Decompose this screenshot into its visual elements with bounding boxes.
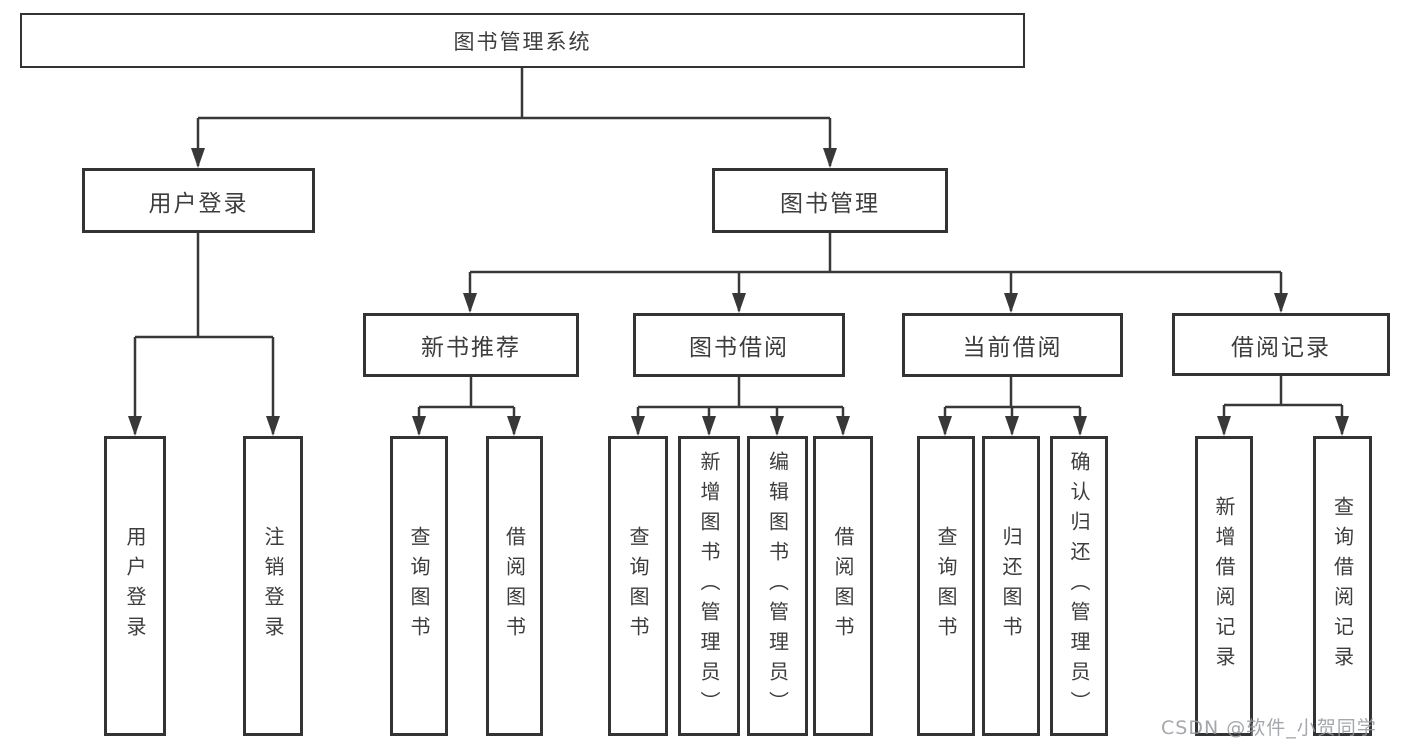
leaf-label: 借阅图书 <box>831 526 855 646</box>
leaf-edit-books-admin: 编辑图书（管理员） <box>747 436 808 736</box>
leaf-query-books-borrow: 查询图书 <box>608 436 668 736</box>
leaf-borrow-books: 借阅图书 <box>813 436 873 736</box>
leaf-logout: 注销登录 <box>243 436 303 736</box>
leaf-query-books-recommend: 查询图书 <box>390 436 448 736</box>
node-book-borrowing: 图书借阅 <box>633 313 845 377</box>
node-library-management-system: 图书管理系统 <box>20 13 1025 68</box>
leaf-label: 新增借阅记录 <box>1212 496 1236 676</box>
node-book-management: 图书管理 <box>712 168 948 233</box>
leaf-label: 注销登录 <box>261 526 285 646</box>
leaf-label: 查询图书 <box>934 526 958 646</box>
node-current-borrowing: 当前借阅 <box>902 313 1123 377</box>
leaf-label: 查询图书 <box>626 526 650 646</box>
leaf-label: 归还图书 <box>999 526 1023 646</box>
leaf-add-borrow-record: 新增借阅记录 <box>1195 436 1253 736</box>
leaf-label: 编辑图书（管理员） <box>765 451 790 721</box>
leaf-label: 查询图书 <box>407 526 431 646</box>
leaf-user-login: 用户登录 <box>104 436 166 736</box>
leaf-label: 借阅图书 <box>502 526 527 646</box>
leaf-query-borrow-record: 查询借阅记录 <box>1313 436 1372 736</box>
leaf-label: 查询借阅记录 <box>1330 496 1355 676</box>
leaf-label: 新增图书（管理员） <box>697 451 721 721</box>
leaf-label: 确认归还（管理员） <box>1067 451 1091 721</box>
node-new-book-recommendation: 新书推荐 <box>363 313 579 377</box>
leaf-query-books-current: 查询图书 <box>917 436 975 736</box>
leaf-label: 用户登录 <box>123 526 147 646</box>
csdn-watermark: CSDN @软件_小贺同学 <box>1161 717 1377 739</box>
leaf-add-books-admin: 新增图书（管理员） <box>678 436 740 736</box>
leaf-borrow-books-recommend: 借阅图书 <box>486 436 543 736</box>
leaf-return-books: 归还图书 <box>982 436 1040 736</box>
node-borrowing-records: 借阅记录 <box>1172 313 1390 376</box>
node-user-login: 用户登录 <box>82 168 315 233</box>
leaf-confirm-return-admin: 确认归还（管理员） <box>1050 436 1108 736</box>
